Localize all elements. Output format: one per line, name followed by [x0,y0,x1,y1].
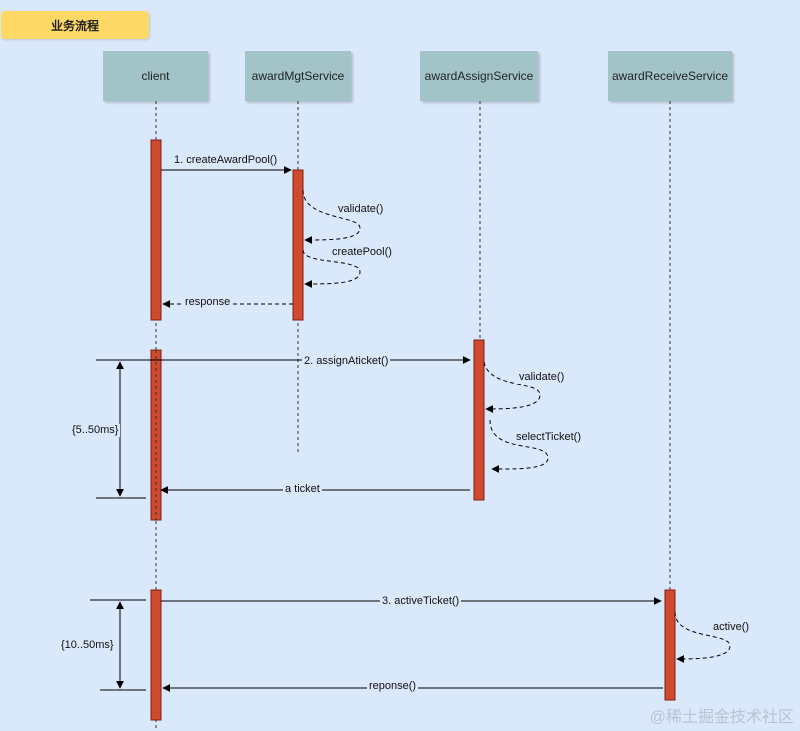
label-select-ticket: selectTicket() [514,431,583,444]
watermark: @稀土掘金技术社区 [649,709,794,726]
label-duration-2: {10..50ms} [59,639,116,652]
participant-award-receive-service: awardReceiveService [608,51,732,101]
label-response: response [183,296,233,309]
label-active: active() [711,621,752,634]
label-active-ticket: 3. activeTicket() [380,595,462,608]
message-validate-self-2 [483,361,541,413]
message-active-self [674,611,731,663]
activation-receive [664,589,676,701]
label-reponse: reponse() [367,680,419,693]
label-validate-2: validate() [517,371,567,384]
label-duration-1: {5..50ms} [70,424,121,437]
participant-award-assign-service: awardAssignService [420,51,538,101]
activation-client-3 [150,589,162,721]
participant-award-mgt-service: awardMgtService [245,51,351,101]
message-select-ticket-self [489,419,549,474]
activation-client-1 [150,139,162,321]
label-create-award-pool: 1. createAwardPool() [172,154,280,167]
label-validate-1: validate() [336,203,386,216]
message-validate-self-1 [302,189,361,244]
label-a-ticket: a ticket [283,483,322,496]
activation-assign [473,339,485,501]
activation-mgt [292,169,304,321]
participant-client: client [103,51,208,101]
label-assign-ticket: 2. assignAticket() [302,355,391,368]
diagram-title: 业务流程 [1,11,149,39]
label-create-pool: createPool() [330,246,394,259]
message-create-pool-self [302,249,361,288]
